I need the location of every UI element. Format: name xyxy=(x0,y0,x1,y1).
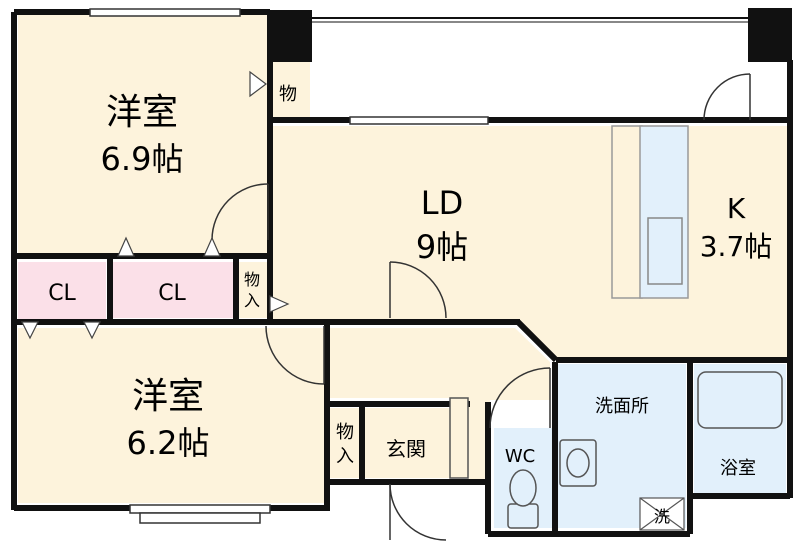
western-room-2-size: 6.2帖 xyxy=(127,424,210,462)
ld-size: 9帖 xyxy=(416,228,468,266)
washer-name: 洗 xyxy=(654,507,670,526)
western-room-2-area xyxy=(18,328,324,503)
kitchen-size: 3.7帖 xyxy=(700,230,773,263)
pillar-1 xyxy=(268,10,312,62)
storage-entry-2-area xyxy=(330,408,360,478)
bath-name: 浴室 xyxy=(720,458,756,479)
storage-entry-1-bottom: 入 xyxy=(244,291,260,310)
window-bottom xyxy=(129,504,271,514)
hallway-area xyxy=(330,328,550,480)
door-swings xyxy=(211,73,751,541)
toilet-icon xyxy=(507,469,539,529)
storage-entry-2-top: 物 xyxy=(336,422,354,443)
entrance-name: 玄関 xyxy=(386,437,426,461)
storage-entry-1-top: 物 xyxy=(244,270,260,289)
wc-name: WC xyxy=(505,446,535,467)
closet-1-area xyxy=(18,262,106,322)
storage-entry-1-area xyxy=(238,262,268,318)
kitchen-sink xyxy=(647,217,683,285)
storage-small-name: 物 xyxy=(279,84,297,105)
western-room-1-area xyxy=(18,14,268,254)
kitchen-counter xyxy=(611,125,643,299)
pillar-2 xyxy=(748,8,792,62)
closet-2-name: CL xyxy=(158,281,186,306)
window-top xyxy=(89,8,241,17)
closet-2-area xyxy=(113,262,235,318)
closet-doors xyxy=(21,70,290,340)
western-room-1-size: 6.9帖 xyxy=(101,140,184,178)
washer-spot xyxy=(639,497,685,531)
window-ld xyxy=(349,116,489,125)
storage-small-area xyxy=(270,62,310,117)
ld-name: LD xyxy=(421,184,463,222)
storage-entry-2-bottom: 入 xyxy=(336,446,354,467)
shoe-cabinet xyxy=(449,397,469,479)
entrance-area xyxy=(362,408,462,478)
washroom-name: 洗面所 xyxy=(595,396,649,417)
window-bottom-bay xyxy=(139,512,261,524)
kitchen-name: K xyxy=(727,192,746,225)
closet-1-name: CL xyxy=(48,281,76,306)
wash-basin-icon xyxy=(559,439,597,487)
bathtub-icon xyxy=(697,371,783,429)
western-room-2-name: 洋室 xyxy=(132,376,204,417)
western-room-1-name: 洋室 xyxy=(106,92,178,133)
